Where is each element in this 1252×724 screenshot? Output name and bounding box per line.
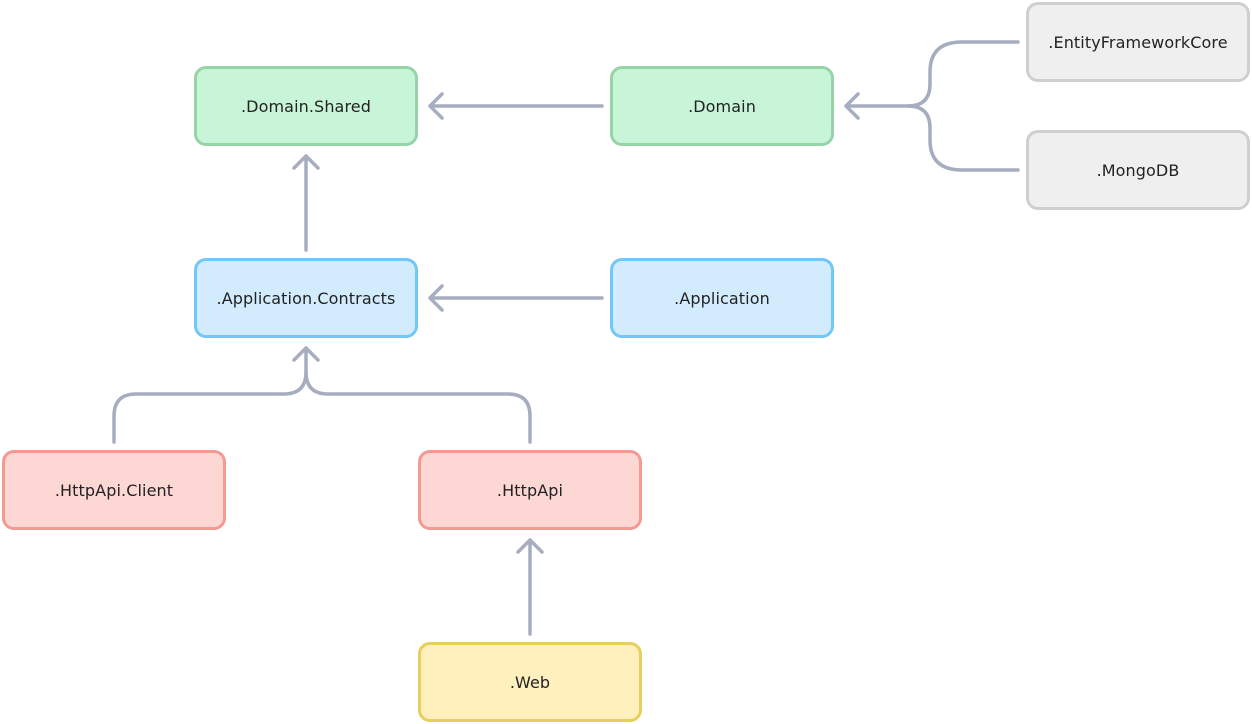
node-httpapi-client: .HttpApi.Client — [2, 450, 226, 530]
node-entity-framework-core: .EntityFrameworkCore — [1026, 2, 1250, 82]
edge-httpapi-client-to-app-contracts — [112, 346, 320, 444]
node-label: .Web — [509, 672, 551, 692]
edge-application-to-app-contracts — [428, 284, 604, 312]
node-label: .MongoDB — [1096, 160, 1180, 180]
node-label: .EntityFrameworkCore — [1048, 32, 1228, 52]
edge-mongodb-to-domain — [906, 104, 1020, 172]
node-application: .Application — [610, 258, 834, 338]
node-web: .Web — [418, 642, 642, 722]
node-domain: .Domain — [610, 66, 834, 146]
edge-app-contracts-to-domain-shared — [292, 154, 320, 252]
node-domain-shared: .Domain.Shared — [194, 66, 418, 146]
node-label: .HttpApi — [496, 480, 564, 500]
edge-web-to-httpapi — [516, 538, 544, 636]
node-label: .Application — [674, 288, 770, 308]
edge-domain-to-domain-shared — [428, 92, 604, 120]
node-label: .Domain — [688, 96, 756, 116]
node-mongodb: .MongoDB — [1026, 130, 1250, 210]
node-httpapi: .HttpApi — [418, 450, 642, 530]
node-label: .Application.Contracts — [216, 288, 396, 308]
node-label: .HttpApi.Client — [54, 480, 174, 500]
edge-efcore-to-domain — [844, 40, 1020, 120]
node-application-contracts: .Application.Contracts — [194, 258, 418, 338]
edge-httpapi-to-app-contracts — [304, 370, 532, 444]
node-label: .Domain.Shared — [241, 96, 371, 116]
